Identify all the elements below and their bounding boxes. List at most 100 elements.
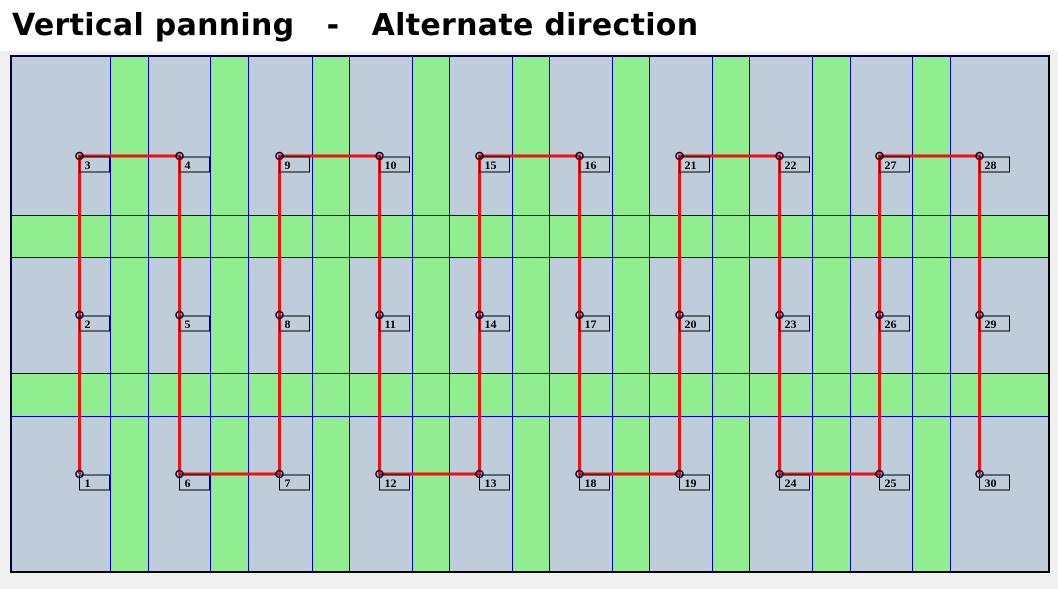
point-label: 22 xyxy=(785,158,797,172)
point-label-box xyxy=(79,474,110,491)
point-marker xyxy=(975,469,984,479)
point-label: 6 xyxy=(185,476,191,490)
point-label-box xyxy=(79,156,110,173)
point-label: 16 xyxy=(585,158,597,172)
point-label: 1 xyxy=(85,476,91,490)
vertical-strip xyxy=(612,55,649,573)
point-label: 3 xyxy=(85,158,91,172)
point-label: 23 xyxy=(785,317,797,331)
point-label: 15 xyxy=(485,158,497,172)
point-label-box xyxy=(279,315,310,332)
point-marker xyxy=(675,151,684,161)
point-label-box xyxy=(179,156,210,173)
vertical-strip xyxy=(912,55,950,573)
point-label-box xyxy=(79,315,110,332)
point-marker xyxy=(675,469,684,479)
point-label: 14 xyxy=(485,317,497,331)
point-label: 18 xyxy=(585,476,597,490)
point-marker xyxy=(575,310,584,320)
point-label-box xyxy=(479,474,510,491)
point-label-box xyxy=(779,156,810,173)
point-marker xyxy=(75,151,84,161)
point-label-box xyxy=(979,156,1010,173)
point-marker xyxy=(875,151,884,161)
horizontal-strip xyxy=(10,373,1050,416)
point-label-box xyxy=(679,315,710,332)
point-label: 21 xyxy=(685,158,697,172)
vertical-strip xyxy=(312,55,349,573)
point-label-box xyxy=(579,156,610,173)
frame-border-top-left xyxy=(10,55,1050,573)
point-label-box xyxy=(879,156,910,173)
point-marker xyxy=(275,151,284,161)
point-marker xyxy=(675,310,684,320)
point-label: 7 xyxy=(285,476,291,490)
vertical-strip xyxy=(110,55,148,573)
point-label: 11 xyxy=(385,317,396,331)
point-label-box xyxy=(679,474,710,491)
point-marker xyxy=(175,151,184,161)
point-marker xyxy=(575,151,584,161)
point-marker xyxy=(375,151,384,161)
point-label-box xyxy=(779,315,810,332)
point-label: 29 xyxy=(985,317,997,331)
point-marker xyxy=(775,151,784,161)
point-marker xyxy=(575,469,584,479)
point-label: 9 xyxy=(285,158,291,172)
point-marker xyxy=(375,469,384,479)
point-marker xyxy=(375,310,384,320)
point-label: 4 xyxy=(185,158,191,172)
point-marker xyxy=(875,469,884,479)
point-label-box xyxy=(879,315,910,332)
point-label-box xyxy=(179,474,210,491)
point-label-box xyxy=(279,474,310,491)
panning-path xyxy=(78,154,981,476)
point-label-box xyxy=(579,315,610,332)
point-label: 13 xyxy=(485,476,497,490)
point-label: 17 xyxy=(585,317,597,331)
horizontal-strip xyxy=(10,215,1050,257)
point-marker xyxy=(175,310,184,320)
point-label: 19 xyxy=(685,476,697,490)
point-marker xyxy=(275,469,284,479)
point-label-box xyxy=(279,156,310,173)
point-marker xyxy=(475,310,484,320)
point-marker xyxy=(875,310,884,320)
vertical-strip xyxy=(712,55,749,573)
point-label: 20 xyxy=(685,317,697,331)
point-label: 8 xyxy=(285,317,291,331)
point-label: 25 xyxy=(885,476,897,490)
frame-border-bottom-right xyxy=(10,55,1050,573)
point-label-box xyxy=(879,474,910,491)
vertical-strip xyxy=(210,55,248,573)
point-marker xyxy=(475,469,484,479)
vertical-strip xyxy=(412,55,449,573)
page-title: Vertical panning - Alternate direction xyxy=(12,8,699,43)
point-label: 10 xyxy=(385,158,397,172)
point-label-box xyxy=(779,474,810,491)
point-label: 12 xyxy=(385,476,397,490)
point-marker xyxy=(775,469,784,479)
point-label: 27 xyxy=(885,158,897,172)
point-label: 28 xyxy=(985,158,997,172)
point-marker xyxy=(775,310,784,320)
point-marker xyxy=(75,310,84,320)
point-marker xyxy=(475,151,484,161)
point-label-box xyxy=(379,156,410,173)
point-label-box xyxy=(579,474,610,491)
point-label: 30 xyxy=(985,476,997,490)
point-marker xyxy=(75,469,84,479)
point-label-box xyxy=(479,156,510,173)
point-marker xyxy=(175,469,184,479)
point-label: 24 xyxy=(785,476,797,490)
point-label-box xyxy=(979,315,1010,332)
vertical-strip xyxy=(812,55,850,573)
vertical-strip xyxy=(512,55,549,573)
point-label-box xyxy=(679,156,710,173)
point-label-box xyxy=(179,315,210,332)
point-label: 5 xyxy=(185,317,191,331)
point-label: 2 xyxy=(85,317,91,331)
point-marker xyxy=(275,310,284,320)
point-label-box xyxy=(479,315,510,332)
